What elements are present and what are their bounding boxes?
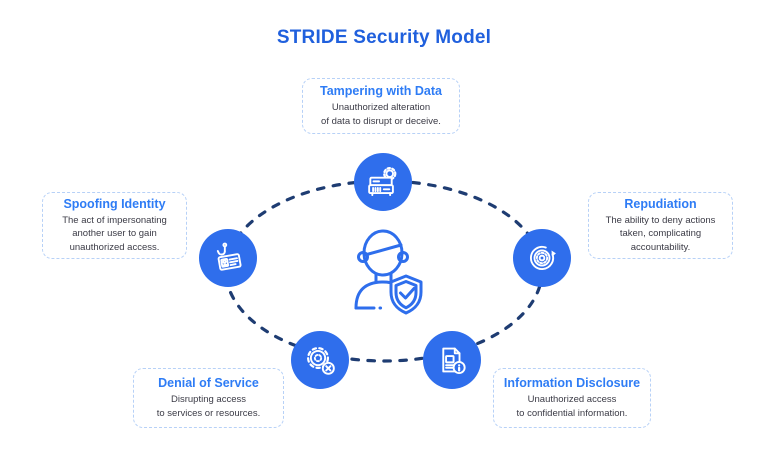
- card-description: The ability to deny actions taken, compl…: [605, 215, 716, 253]
- node-information-disclosure: [423, 331, 481, 389]
- card-title: Information Disclosure: [503, 376, 641, 391]
- security-analyst-shield-icon: [354, 229, 423, 315]
- card-repudiation: Repudiation The ability to deny actions …: [588, 192, 733, 259]
- card-title: Tampering with Data: [319, 84, 442, 99]
- gear-cross-icon: [307, 347, 335, 375]
- card-title: Repudiation: [624, 197, 697, 212]
- node-tampering: [354, 153, 412, 211]
- card-tampering-with-data: Tampering with Data Unauthorized alterat…: [302, 78, 460, 134]
- card-spoofing-identity: Spoofing Identity The act of impersonati…: [42, 192, 187, 259]
- card-description: Unauthorized access to confidential info…: [516, 394, 628, 419]
- card-description: Unauthorized alteration of data to disru…: [321, 102, 441, 127]
- card-title: Spoofing Identity: [63, 197, 166, 212]
- card-title: Denial of Service: [158, 376, 259, 391]
- circular-arrow-icon: [530, 245, 556, 270]
- server-gear-icon: [368, 167, 397, 197]
- card-description: The act of impersonating another user to…: [62, 215, 167, 253]
- node-repudiation: [513, 229, 571, 287]
- node-spoofing: [199, 229, 257, 287]
- card-denial-of-service: Denial of Service Disrupting access to s…: [133, 368, 284, 428]
- node-denial-of-service: [291, 331, 349, 389]
- page-title: STRIDE Security Model: [276, 27, 492, 48]
- document-info-icon: [442, 347, 466, 375]
- id-card-hook-icon: [216, 242, 242, 271]
- card-description: Disrupting access to services or resourc…: [156, 394, 261, 419]
- card-information-disclosure: Information Disclosure Unauthorized acce…: [493, 368, 651, 428]
